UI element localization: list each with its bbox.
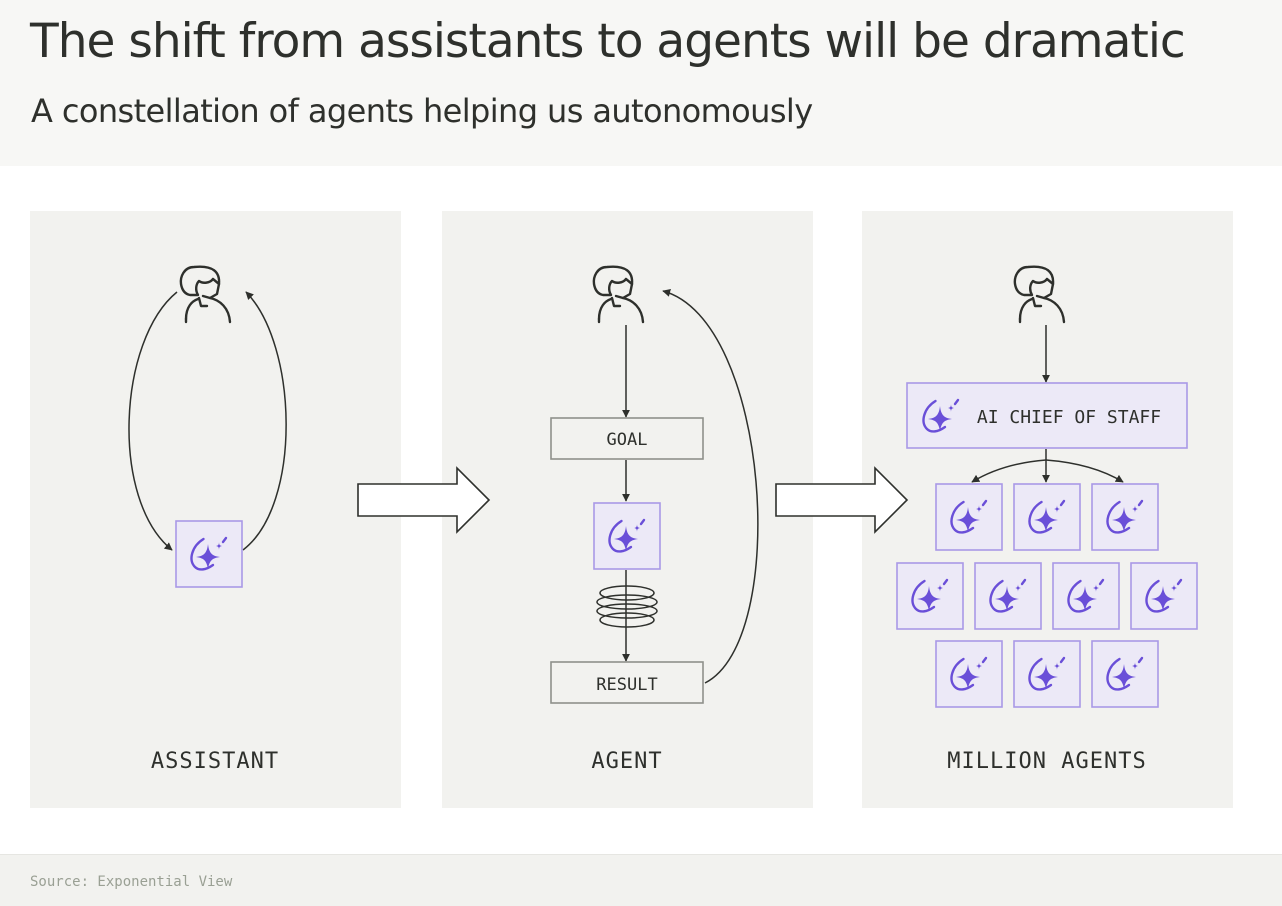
response-arrow	[242, 291, 287, 551]
agent-grid-icon	[1131, 563, 1197, 629]
panel-label-agent: AGENT	[591, 749, 662, 774]
million-agents-group: AI CHIEF OF STAFF MILLION AGENTS	[897, 265, 1197, 774]
hollow-right-arrow-icon	[357, 467, 490, 533]
person-icon	[592, 265, 645, 324]
result-box	[550, 661, 704, 704]
agent-grid-icon	[1092, 484, 1158, 550]
assistant-group: ASSISTANT	[128, 265, 287, 774]
goal-label: GOAL	[607, 430, 648, 450]
hollow-right-arrow-icon	[775, 467, 908, 533]
agent-grid-icon	[936, 641, 1002, 707]
goal-box	[550, 417, 704, 460]
agent-grid-icon	[1014, 484, 1080, 550]
result-label: RESULT	[596, 675, 657, 695]
agent-grid-icon	[1053, 563, 1119, 629]
agent-grid-icon	[975, 563, 1041, 629]
iteration-spiral-icon	[596, 585, 658, 628]
delegation-arrows	[971, 449, 1124, 483]
agent-grid-icon	[1014, 641, 1080, 707]
page-title: The shift from assistants to agents will…	[30, 14, 1186, 69]
agent-grid-icon	[1092, 641, 1158, 707]
agent-grid	[897, 484, 1197, 707]
result-to-person-arrow	[662, 289, 759, 684]
panel-label-million-agents: MILLION AGENTS	[947, 749, 1146, 774]
agent-grid-icon	[936, 484, 1002, 550]
panel-assistant	[30, 211, 401, 808]
header: The shift from assistants to agents will…	[0, 0, 1282, 166]
person-icon	[179, 265, 232, 324]
footer: Source: Exponential View	[0, 854, 1282, 906]
agent-grid-icon	[897, 563, 963, 629]
page-subtitle: A constellation of agents helping us aut…	[31, 92, 813, 130]
person-icon	[1013, 265, 1066, 324]
source-note: Source: Exponential View	[30, 874, 233, 890]
chief-of-staff-box	[906, 382, 1188, 449]
request-arrow	[128, 291, 178, 551]
chief-of-staff-label: AI CHIEF OF STAFF	[977, 407, 1161, 428]
agent-group: GOAL RESULT AGENT	[550, 265, 759, 774]
ai-agent-sparkle-icon	[594, 503, 660, 569]
panel-label-assistant: ASSISTANT	[151, 749, 279, 774]
ai-agent-sparkle-icon	[176, 521, 242, 587]
